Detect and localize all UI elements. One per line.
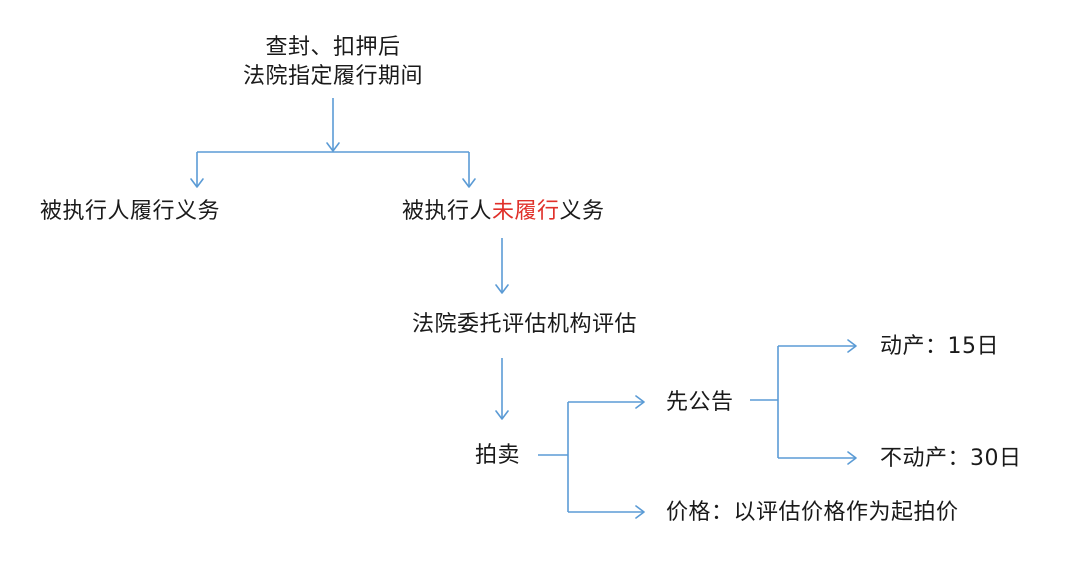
- arrowhead-auction: [495, 410, 509, 420]
- announce-first-node: 先公告: [666, 390, 734, 415]
- arrowhead-root-junction: [326, 142, 340, 152]
- arrowhead-price: [635, 505, 645, 519]
- unfulfilled-node: 被执行人未履行义务: [402, 197, 605, 226]
- arrowhead-unfulfilled: [462, 178, 476, 188]
- price-node: 价格：以评估价格作为起拍价: [666, 500, 959, 525]
- unfulfilled-suffix: 义务: [559, 199, 605, 224]
- root-node-line1: 查封、扣押后: [265, 35, 401, 60]
- unfulfilled-highlight: 未履行: [492, 199, 560, 224]
- movable-node: 动产：15日: [880, 334, 999, 359]
- root-node-line2: 法院指定履行期间: [242, 64, 423, 89]
- fulfilled-node: 被执行人履行义务: [40, 199, 221, 224]
- arrowhead-immovable: [847, 451, 857, 465]
- arrowhead-appraisal: [495, 284, 509, 294]
- root-node: 查封、扣押后 法院指定履行期间: [233, 33, 433, 91]
- arrowhead-fulfilled: [190, 178, 204, 188]
- arrowhead-announce: [635, 395, 645, 409]
- arrowhead-movable: [847, 339, 857, 353]
- auction-node: 拍卖: [475, 443, 521, 468]
- unfulfilled-prefix: 被执行人: [402, 199, 493, 224]
- appraisal-node: 法院委托评估机构评估: [412, 312, 638, 337]
- immovable-node: 不动产：30日: [880, 446, 1022, 471]
